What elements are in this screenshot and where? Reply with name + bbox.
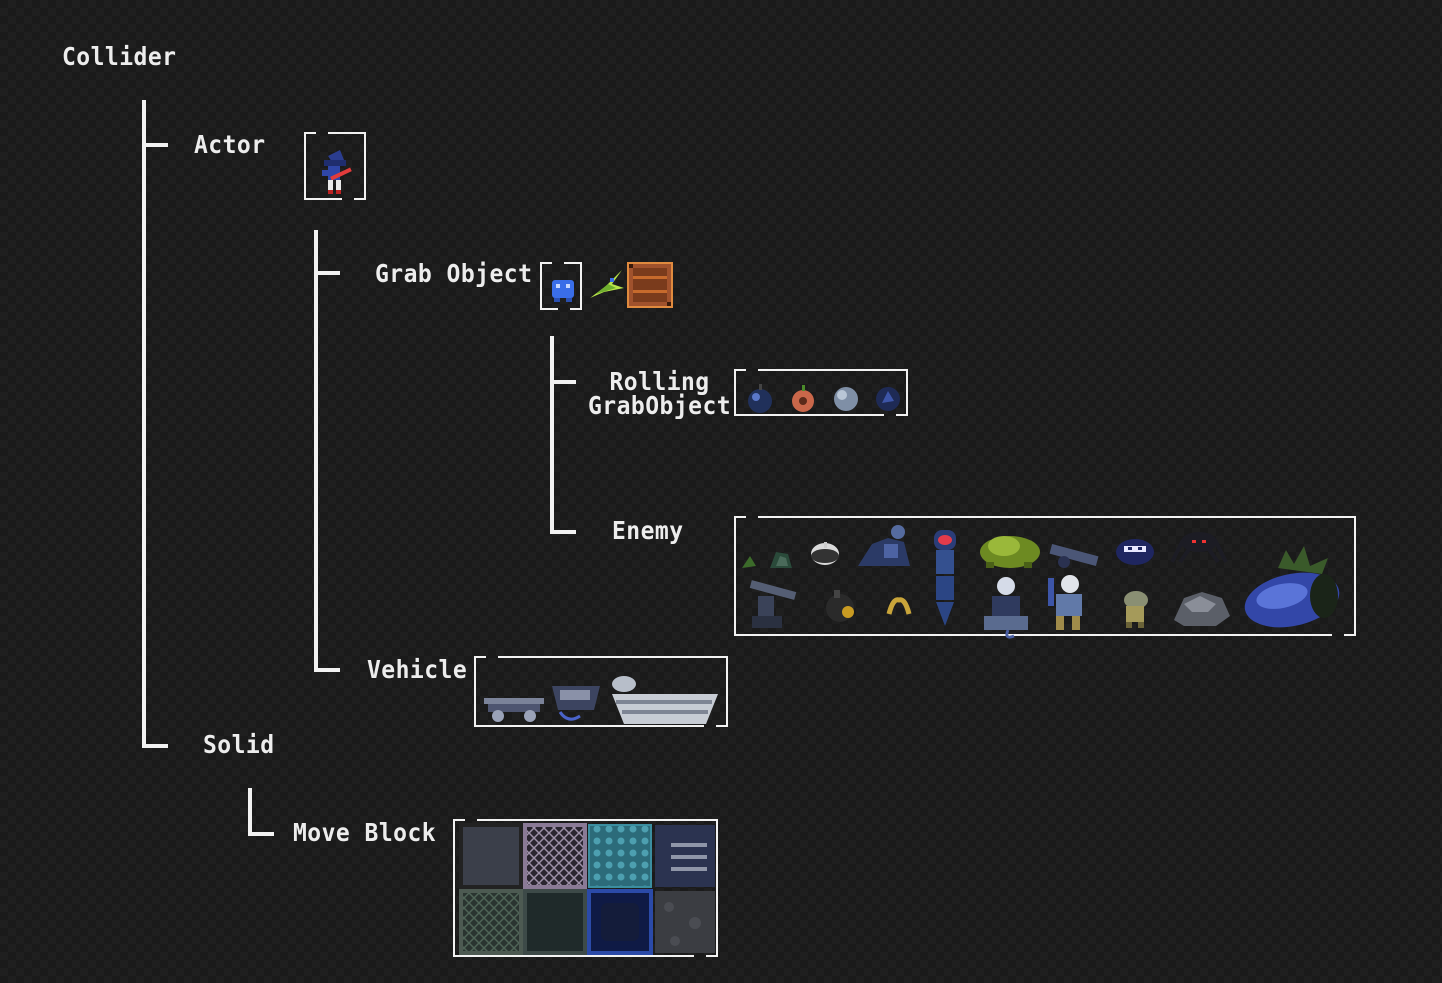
node-vehicle: Vehicle	[367, 655, 468, 684]
tree-trunk-collider	[142, 100, 146, 748]
node-actor: Actor	[194, 130, 266, 159]
spider-enemy-icon	[1170, 532, 1228, 564]
enemy-sprite-box	[734, 516, 1356, 639]
node-rolling-grab-object: Rolling GrabObject	[588, 367, 732, 420]
blue-blob-icon	[552, 280, 574, 302]
node-grab-object: Grab Object	[375, 259, 533, 288]
cart-vehicle-icon	[484, 698, 544, 722]
branch-actor	[142, 143, 168, 147]
rolling-sprite-box	[734, 369, 908, 416]
green-frog-enemy-icon	[980, 536, 1040, 568]
yellow-worm-enemy-icon	[886, 597, 912, 615]
node-solid: Solid	[203, 730, 275, 759]
bomb-icon	[748, 384, 772, 413]
move-block-tiles-icon	[459, 823, 715, 955]
gunner-mech-enemy-icon	[749, 580, 797, 628]
grab-object-sprite-box	[540, 262, 582, 310]
actor-sprite-box	[304, 132, 366, 200]
branch-move-block	[248, 832, 274, 836]
wooden-crate-icon	[627, 262, 673, 308]
node-move-block: Move Block	[293, 818, 437, 847]
rolling-label-line1: Rolling	[609, 367, 710, 396]
branch-vehicle	[314, 668, 340, 672]
gold-lizard-enemy-icon	[1124, 591, 1148, 628]
helmet-bug-enemy-icon	[811, 542, 839, 565]
skull-knight-enemy-icon	[984, 577, 1028, 639]
branch-grab-object	[314, 271, 340, 275]
node-enemy: Enemy	[612, 516, 684, 545]
branch-rolling	[550, 380, 576, 384]
tree-trunk-grab-object	[550, 336, 554, 534]
skull-warrior-enemy-icon	[1048, 575, 1082, 630]
plant-sprout-enemy-icon	[742, 552, 792, 568]
peach-fruit-icon	[792, 385, 814, 412]
rock-shell-enemy-icon	[1174, 592, 1230, 626]
beast-rider-enemy-icon	[858, 525, 910, 566]
node-collider: Collider	[62, 42, 177, 71]
boat-vehicle-icon	[612, 676, 718, 724]
vehicle-sprite-box	[474, 656, 728, 727]
branch-enemy	[550, 530, 576, 534]
tree-trunk-solid	[248, 788, 252, 836]
masked-slime-enemy-icon	[1116, 539, 1154, 565]
cannon-turret-enemy-icon	[1049, 543, 1099, 568]
stone-ball-icon	[834, 387, 858, 411]
player-sprite-icon	[322, 150, 352, 194]
mine-cart-vehicle-icon	[552, 686, 600, 721]
rolling-label-line2: GrabObject	[588, 391, 732, 420]
eye-totem-enemy-icon	[934, 530, 956, 626]
tree-trunk-actor	[314, 230, 318, 672]
move-block-sprite-box	[453, 819, 718, 957]
bomb-bug-enemy-icon	[826, 590, 854, 622]
branch-solid	[142, 744, 168, 748]
dark-orb-icon	[876, 387, 900, 411]
green-bird-icon	[590, 270, 624, 298]
giant-blue-worm-enemy-icon	[1244, 546, 1340, 628]
